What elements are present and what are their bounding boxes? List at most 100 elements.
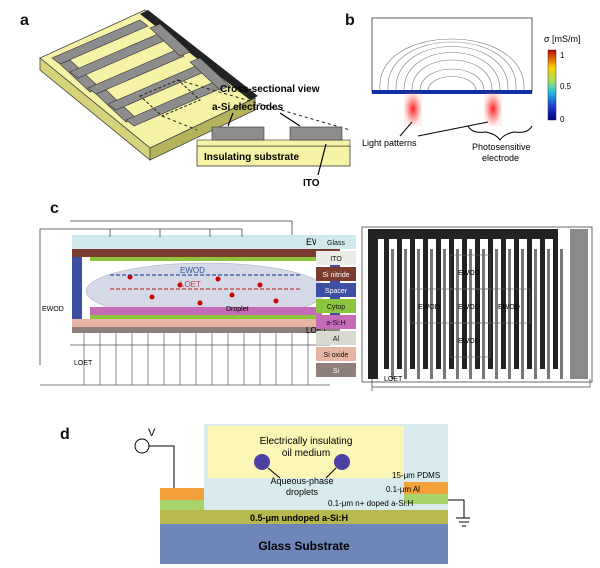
zoom-line-bottom (161, 115, 198, 131)
electrode-finger (384, 239, 389, 369)
ground-icon (456, 517, 470, 527)
spacer-left (72, 257, 82, 325)
electrode-finger (501, 239, 506, 369)
doped-layer-right (404, 494, 448, 504)
pdms-label: 15-μm PDMS (392, 471, 440, 480)
ewod-cell-1: EWOD (458, 270, 480, 277)
doped-layer-left (160, 500, 204, 510)
legend-swatch (316, 315, 356, 329)
photosensitive-label-2: electrode (482, 153, 519, 163)
loet-right-label: LOET (384, 376, 403, 383)
legend-label: Si oxide (324, 352, 349, 359)
panel-c-diagram: EWOD LOET Droplet EWOD LOET EWOD LOET Gl… (39, 220, 593, 391)
substrate-label: Insulating substrate (204, 152, 299, 163)
layer-cytop-top (90, 257, 322, 261)
counter-finger (482, 249, 485, 379)
al-layer-right (404, 482, 448, 494)
zoom-region (139, 79, 201, 117)
glass-substrate (160, 524, 448, 564)
legend-label: Si nitride (322, 272, 349, 279)
electrode-finger (436, 239, 441, 369)
counter-finger (417, 249, 420, 379)
interdigitated-electrodes (51, 19, 231, 127)
voltage-wire (149, 445, 175, 488)
arrow-light-right (417, 121, 489, 137)
legend-label: Spacer (325, 288, 348, 295)
ground-wire (448, 499, 465, 518)
ewod-cell-4: EWOD (498, 304, 520, 311)
undoped-layer (160, 510, 448, 524)
panel-letter-a: a (20, 12, 29, 29)
panel-letter-b: b (345, 12, 355, 29)
oil-label-2: oil medium (282, 448, 330, 459)
top-view-fingers (384, 239, 563, 379)
light-pattern-left (404, 92, 422, 126)
colorbar-tick-mid: 0.5 (560, 82, 572, 91)
arrow-electrode-right (279, 112, 301, 127)
counter-finger (404, 249, 407, 379)
field-plot-frame (371, 17, 533, 93)
top-view-bus-top (368, 229, 558, 239)
loet-layer-label: LOET (306, 326, 327, 335)
legend-label: Si (333, 368, 340, 375)
ewod-cell-3: EWOD (458, 304, 480, 311)
electrode-finger (423, 239, 428, 369)
electrode-label: a-Si electrodes (212, 102, 284, 113)
electrode-finger (514, 239, 519, 369)
panel-a-diagram: Cross-sectional view a-Si electrodes Ins… (39, 9, 351, 189)
al-layer-left (160, 488, 204, 500)
particles (127, 274, 279, 306)
counter-finger (430, 249, 433, 379)
panel-d-diagram: V Electrically insulating oil medium Aqu… (134, 424, 470, 564)
colorbar-title: σ [mS/m] (544, 34, 581, 44)
ewod-arrow-label: EWOD (180, 266, 205, 275)
droplet-left (254, 454, 270, 470)
top-view-wiring (371, 379, 591, 391)
doped-label: 0.1-μm n+ doped a-Si:H (328, 499, 414, 508)
counter-finger (547, 249, 550, 379)
electrode-finger (553, 239, 558, 369)
electrode-finger (540, 239, 545, 369)
legend-swatch (316, 235, 356, 249)
oil-medium (208, 426, 404, 478)
arrow-ito (317, 143, 327, 176)
counter-finger (534, 249, 537, 379)
electrode-top-view: EWOD EWOD EWOD EWOD EWOD LOET (361, 226, 593, 391)
electrode-finger (449, 239, 454, 369)
arrow-electrode-left (227, 112, 234, 127)
panel-letter-d: d (60, 426, 70, 443)
layer-si-oxide (72, 319, 340, 327)
ito-label: ITO (303, 178, 320, 189)
legend-swatch (316, 283, 356, 297)
legend-swatch (316, 331, 356, 345)
substrate-side-face (149, 97, 256, 161)
voltage-source (134, 438, 150, 454)
legend-swatch (316, 251, 356, 265)
counter-finger (391, 249, 394, 379)
al-label: 0.1-μm Al (386, 485, 420, 494)
device-cross-section: EWOD LOET Droplet EWOD LOET EWOD LOET (39, 220, 340, 386)
electrode-brace (467, 125, 533, 141)
colorbar-tick-max: 1 (560, 51, 565, 60)
counter-finger (560, 249, 563, 379)
photosensitive-label-1: Photosensitive (472, 142, 531, 152)
ewod-side-label: EWOD (42, 306, 64, 313)
electrode-finger (475, 239, 480, 369)
droplets-label-1: Aqueous-phase (270, 476, 333, 486)
ewod-cell-5: EWOD (458, 338, 480, 345)
electrode-finger (397, 239, 402, 369)
legend-swatch (316, 347, 356, 361)
cross-section-electrode-left (211, 126, 265, 141)
ewod-cell-2: EWOD (418, 304, 440, 311)
legend-label: Al (333, 336, 340, 343)
counter-finger (469, 249, 472, 379)
panel-letter-c: c (50, 200, 59, 217)
counter-finger (495, 249, 498, 379)
top-view-ground-pad (570, 229, 588, 379)
v-label: V (148, 427, 156, 439)
droplets-label-2: droplets (286, 487, 319, 497)
loet-arrow-label: LOET (180, 280, 201, 289)
arrow-light-left (399, 121, 413, 137)
light-pattern-right (484, 92, 502, 126)
